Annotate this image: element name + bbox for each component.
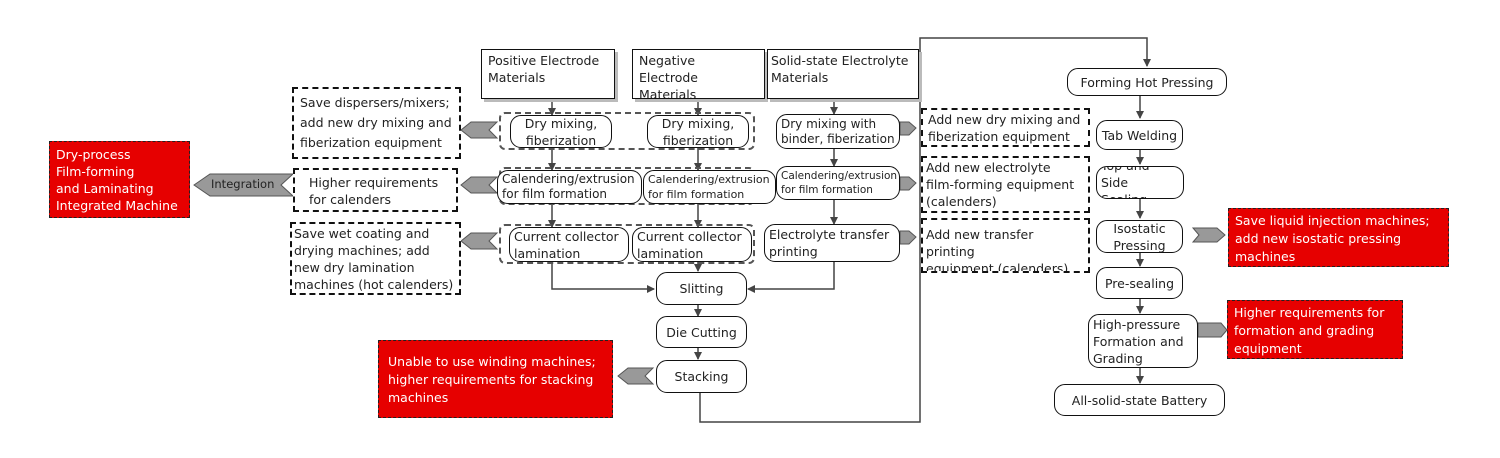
chevron-right-ele-cal xyxy=(899,176,917,191)
arrow-stack-to-hotpress xyxy=(699,37,1151,423)
note-save-mixers: Save dispersers/mixers; add new dry mixi… xyxy=(292,87,461,159)
tab-welding-step: Tab Welding xyxy=(1096,120,1183,150)
chevron-left-calenders xyxy=(460,176,499,194)
top-side-sealing-step: Top and Side Sealing xyxy=(1096,166,1184,199)
negative-electrode-materials: Negative Electrode Materials xyxy=(632,49,765,99)
formation-grading-step: High-pressure Formation and Grading xyxy=(1088,314,1198,368)
chevron-left-mixers xyxy=(460,121,499,139)
red-note-formation: Higher requirements for formation and gr… xyxy=(1227,300,1403,359)
arrow-pos-lam-to-slit xyxy=(551,262,655,293)
solid-state-electrolyte-materials: Solid-state Electrolyte Materials xyxy=(767,49,919,99)
note-electrolyte-film-forming: Add new electrolyte film-forming equipme… xyxy=(921,156,1090,213)
all-solid-state-battery: All-solid-state Battery xyxy=(1054,384,1225,416)
red-note-integrated-machine: Dry-process Film-forming and Laminating … xyxy=(49,141,190,218)
note-calenders: Higher requirements for calenders xyxy=(293,168,458,212)
ele-transfer-printing: Electrolyte transfer printing xyxy=(764,224,900,262)
chevron-left-integration xyxy=(193,173,295,197)
pre-sealing-step: Pre-sealing xyxy=(1096,267,1183,299)
chevron-right-ele-mix xyxy=(899,121,917,136)
chevron-right-formation xyxy=(1197,322,1228,338)
neg-calendering: Calendering/extrusion for film formation xyxy=(643,170,776,204)
neg-dry-mixing: Dry mixing, fiberization xyxy=(647,115,749,148)
pos-lamination: Current collector lamination xyxy=(509,227,629,262)
chevron-right-ele-print xyxy=(899,230,917,245)
isostatic-pressing-step: Isostatic Pressing xyxy=(1096,220,1183,253)
integration-label: Integration xyxy=(211,177,275,191)
chevron-left-stacking xyxy=(617,367,655,385)
note-electrolyte-dry-mixing: Add new dry mixing and fiberization equi… xyxy=(921,108,1090,147)
red-note-isostatic: Save liquid injection machines; add new … xyxy=(1228,208,1449,267)
slitting-step: Slitting xyxy=(656,272,747,305)
neg-lamination: Current collector lamination xyxy=(632,227,752,262)
red-note-stacking: Unable to use winding machines; higher r… xyxy=(378,340,613,418)
die-cutting-step: Die Cutting xyxy=(656,316,747,348)
chevron-left-coating xyxy=(460,232,499,250)
pos-dry-mixing: Dry mixing, fiberization xyxy=(510,115,612,148)
forming-hot-pressing-step: Forming Hot Pressing xyxy=(1067,68,1227,96)
note-electrolyte-transfer: Add new transfer printing equipment (cal… xyxy=(921,218,1090,273)
positive-electrode-materials: Positive Electrode Materials xyxy=(481,49,615,99)
arrow-ele-print-to-slit xyxy=(747,262,835,293)
group-lamination xyxy=(499,224,755,264)
stacking-step: Stacking xyxy=(656,360,747,393)
chevron-right-isostatic xyxy=(1191,227,1226,243)
ele-dry-mixing-binder: Dry mixing with binder, fiberization xyxy=(776,114,900,149)
ele-calendering: Calendering/extrusion for film formation xyxy=(776,166,900,200)
pos-calendering: Calendering/extrusion for film formation xyxy=(497,170,642,204)
note-save-coating: Save wet coating and drying machines; ad… xyxy=(290,222,461,295)
group-dry-mixing xyxy=(499,112,755,150)
